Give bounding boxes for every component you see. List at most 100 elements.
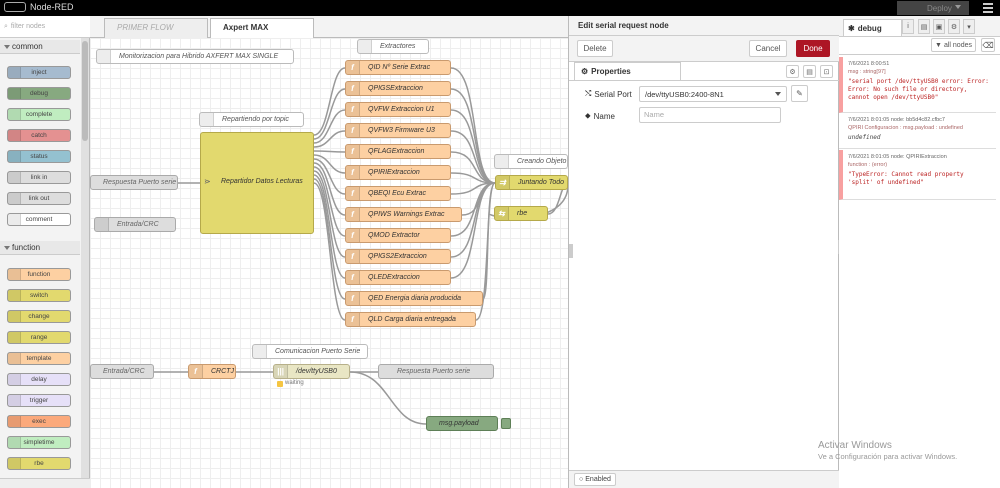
- delete-button[interactable]: Delete: [577, 40, 613, 57]
- debug-message[interactable]: 7/6/2021 8:00:51 msg : string[97] "seria…: [839, 57, 996, 113]
- palette-node-delay[interactable]: delay: [7, 373, 71, 386]
- rbe-node[interactable]: ⇆rbe: [494, 206, 548, 221]
- tab-properties[interactable]: ⚙ Properties: [574, 62, 681, 80]
- palette-node-debug[interactable]: debug: [7, 87, 71, 100]
- trash-icon[interactable]: ⌫: [981, 38, 995, 52]
- tab-axpert-max[interactable]: Axpert MAX: [210, 18, 314, 38]
- palette-node-trigger[interactable]: trigger: [7, 394, 71, 407]
- palette-node-change[interactable]: change: [7, 310, 71, 323]
- palette-node-inject[interactable]: inject: [7, 66, 71, 79]
- palette-node-link-out[interactable]: link out: [7, 192, 71, 205]
- debug-filter-button[interactable]: ▼ all nodes: [931, 38, 976, 52]
- gear-icon[interactable]: ⚙: [948, 19, 960, 34]
- palette-node-comment[interactable]: comment: [7, 213, 71, 226]
- book-icon[interactable]: ▤: [918, 19, 930, 34]
- link-in-respuesta[interactable]: Respuesta Puerto serie: [90, 175, 178, 190]
- function-icon: f: [346, 292, 360, 305]
- palette-node-link-in[interactable]: link in: [7, 171, 71, 184]
- debug-sidebar: ✱ debug i ▤ ▣ ⚙ ▾ ▼ all nodes ⌫ 7/6/2021…: [839, 16, 1000, 488]
- comment-creando-objeto[interactable]: Creando Objeto: [494, 154, 568, 169]
- tab-primer-flow[interactable]: PRIMER FLOW: [104, 18, 208, 38]
- node-red-icon: [4, 2, 26, 12]
- palette-scrollbar[interactable]: [81, 38, 89, 478]
- flow-workspace[interactable]: Monitorizacion para Hibrido AXFERT MAX S…: [90, 38, 568, 488]
- palette-node-template[interactable]: template: [7, 352, 71, 365]
- serial-request-node[interactable]: |||/dev/ttyUSB0: [273, 364, 350, 379]
- palette-scrollbar-thumb[interactable]: [82, 41, 88, 141]
- lock-icon[interactable]: ▣: [933, 19, 945, 34]
- debug-node[interactable]: msg.payload: [426, 416, 498, 431]
- deploy-button[interactable]: Deploy: [897, 1, 969, 15]
- status-dot-icon: [277, 381, 283, 387]
- chevron-down-icon[interactable]: [955, 5, 961, 9]
- join-node[interactable]: ⇉Juntando Todo: [495, 175, 568, 190]
- palette-filter[interactable]: ⌕ filter nodes: [0, 16, 90, 38]
- cancel-button[interactable]: Cancel: [749, 40, 787, 57]
- filter-icon: ▼: [935, 41, 942, 49]
- random-icon: ⤭: [585, 89, 592, 98]
- palette-node-simpletime[interactable]: simpletime: [7, 436, 71, 449]
- link-in-entrada-crc-bottom[interactable]: Entrada/CRC: [90, 364, 154, 379]
- function-icon: f: [346, 187, 360, 200]
- function-icon: f: [346, 271, 360, 284]
- join-icon: ⇉: [496, 176, 510, 189]
- name-field[interactable]: Name: [639, 107, 781, 123]
- appearance-icon[interactable]: ⊡: [820, 65, 833, 78]
- comment-repartiendo[interactable]: Repartiendo por topic: [199, 112, 304, 127]
- description-icon[interactable]: ▤: [803, 65, 816, 78]
- tab-debug[interactable]: ✱ debug: [843, 19, 902, 36]
- serial-port-select[interactable]: /dev/ttyUSB0:2400-8N1: [639, 86, 787, 102]
- enabled-toggle[interactable]: ○ Enabled: [574, 473, 616, 486]
- palette-node-range[interactable]: range: [7, 331, 71, 344]
- menu-icon[interactable]: [983, 3, 993, 13]
- debug-message[interactable]: 7/6/2021 8:01:05 node: bb5d4c82.cfbc7 QP…: [839, 113, 996, 149]
- wire: [313, 150, 346, 153]
- panel-resize-handle[interactable]: [569, 244, 573, 258]
- edit-panel-toolbar: Delete Cancel Done: [569, 36, 839, 62]
- splitter-node[interactable]: ⋗ Repartidor Datos Lecturas: [200, 132, 314, 234]
- edit-pencil-button[interactable]: ✎: [791, 85, 808, 102]
- palette-category-common[interactable]: common: [0, 40, 80, 54]
- palette-node-function[interactable]: function: [7, 268, 71, 281]
- debug-message[interactable]: 7/6/2021 8:01:05 node: QPIRIExtraccion f…: [839, 150, 996, 200]
- palette-node-switch[interactable]: switch: [7, 289, 71, 302]
- serial-status: waiting: [285, 380, 304, 386]
- palette-node-catch[interactable]: catch: [7, 129, 71, 142]
- palette-node-rbe[interactable]: rbe: [7, 457, 71, 470]
- palette-node-status[interactable]: status: [7, 150, 71, 163]
- flow-wires: [154, 67, 568, 425]
- palette-node-complete[interactable]: complete: [7, 108, 71, 121]
- link-in-entrada-crc[interactable]: Entrada/CRC: [94, 217, 176, 232]
- deploy-label: Deploy: [927, 3, 952, 13]
- done-button[interactable]: Done: [796, 40, 830, 57]
- comment-icon: [253, 345, 267, 358]
- palette-node-exec[interactable]: exec: [7, 415, 71, 428]
- palette-category-function[interactable]: function: [0, 241, 80, 255]
- function-icon: f: [346, 61, 360, 74]
- comment-extractores[interactable]: Extractores: [357, 39, 429, 54]
- comment-comunicacion[interactable]: Comunicacion Puerto Serie: [252, 344, 368, 359]
- comment-monitorizacion[interactable]: Monitorizacion para Hibrido AXFERT MAX S…: [96, 49, 294, 64]
- settings-icon[interactable]: ⚙: [786, 65, 799, 78]
- edit-panel-title: Edit serial request node: [569, 16, 839, 36]
- debug-toolbar: ▼ all nodes ⌫: [839, 36, 1000, 55]
- workspace-tabs: PRIMER FLOW Axpert MAX: [90, 16, 568, 38]
- debug-toggle-button[interactable]: [501, 418, 511, 429]
- link-out-respuesta[interactable]: Respuesta Puerto serie: [378, 364, 494, 379]
- info-icon[interactable]: i: [902, 19, 914, 34]
- chevron-down-icon[interactable]: ▾: [963, 19, 975, 34]
